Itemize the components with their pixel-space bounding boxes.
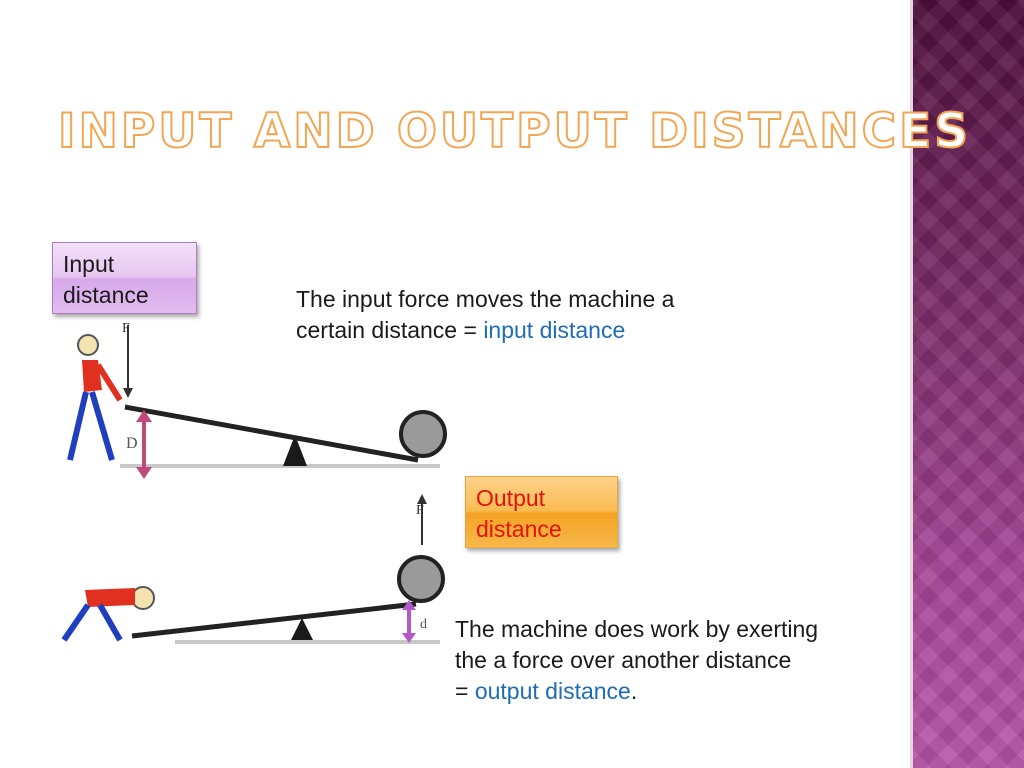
- force-label: F: [122, 321, 130, 336]
- side-panel-edge: [910, 0, 913, 768]
- force-arrow-head: [123, 388, 133, 398]
- output-arrow-head-down: [402, 633, 416, 643]
- callout-line: distance: [476, 516, 562, 542]
- input-arrow-head-down: [136, 467, 152, 479]
- highlight-input-distance: input distance: [483, 317, 626, 343]
- distance-label: d: [420, 617, 427, 632]
- lever-bar: [131, 601, 417, 639]
- lever-bar: [124, 404, 419, 463]
- input-distance-callout: Input distance: [52, 242, 197, 314]
- callout-line: distance: [63, 282, 149, 308]
- lever-diagram-top: F D: [67, 321, 447, 479]
- person-legs: [67, 391, 115, 461]
- text-prefix: =: [455, 678, 475, 704]
- callout-line: Input: [63, 251, 115, 277]
- force-label: F: [416, 503, 424, 518]
- text-suffix: .: [630, 678, 638, 704]
- person-head: [77, 334, 99, 356]
- highlight-output-distance: output distance: [474, 678, 631, 704]
- input-arrow-head-up: [136, 410, 152, 422]
- text-line: certain distance = input distance: [296, 315, 776, 346]
- input-force-description: The input force moves the machine a cert…: [296, 284, 776, 346]
- text-line: The machine does work by exerting: [455, 616, 819, 642]
- fulcrum-triangle: [283, 435, 307, 466]
- text-line: The input force moves the machine a: [296, 286, 675, 312]
- text-line: = output distance.: [455, 676, 895, 707]
- output-work-description: The machine does work by exerting the a …: [455, 614, 895, 707]
- person-legs: [61, 603, 123, 642]
- fulcrum-triangle: [291, 618, 313, 640]
- text-prefix: certain distance =: [296, 317, 484, 343]
- distance-label: D: [126, 435, 138, 452]
- text-line: the a force over another distance: [455, 647, 792, 673]
- callout-line: Output: [476, 485, 546, 511]
- person-arm: [95, 363, 123, 402]
- output-distance-callout: Output distance: [465, 476, 618, 548]
- person-head: [131, 586, 155, 610]
- force-arrow-head: [417, 494, 427, 504]
- slide-title: Input and Output Distances: [57, 103, 972, 160]
- output-arrow-head-up: [402, 600, 416, 610]
- lever-diagram-bottom: F d: [61, 494, 445, 644]
- load-ball: [399, 410, 447, 458]
- decorative-side-panel: [912, 0, 1024, 768]
- person-shirt: [85, 588, 135, 607]
- load-ball: [397, 555, 445, 603]
